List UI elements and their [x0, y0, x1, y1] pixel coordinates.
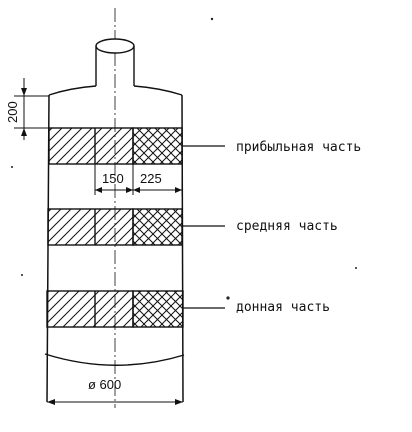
band-top — [48, 127, 183, 165]
dimension-diameter-label: ø 600 — [88, 377, 121, 392]
band-middle — [47, 208, 183, 246]
dimension-height-label: 200 — [5, 101, 20, 123]
dimension-height — [14, 78, 49, 140]
dimension-left-label: 150 — [102, 171, 124, 186]
label-middle: средняя часть — [236, 219, 338, 234]
dimension-widths — [94, 164, 183, 195]
ingot-bottom-arc — [44, 353, 185, 366]
dimension-right-label: 225 — [140, 171, 162, 186]
scan-specks — [11, 17, 357, 300]
dimension-diameter — [47, 399, 183, 405]
ingot-neck — [48, 38, 183, 96]
label-top: прибыльная часть — [236, 140, 361, 155]
label-bottom: донная часть — [236, 300, 330, 315]
band-bottom — [46, 290, 184, 328]
